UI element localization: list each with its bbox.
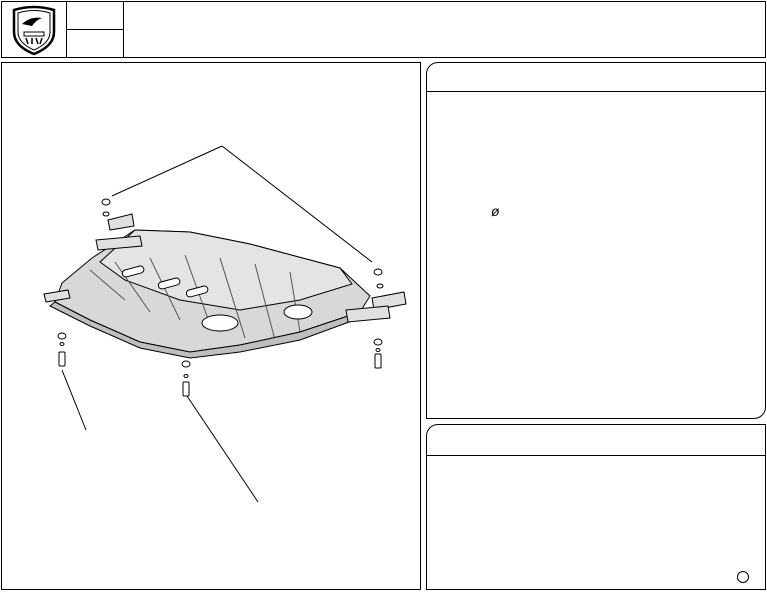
shield-bird-logo-icon (12, 5, 56, 56)
skid-plate-icon (43, 213, 407, 359)
code-cell-top (66, 2, 124, 30)
header-title-block (1, 1, 766, 58)
diameter-symbol: ø (491, 203, 500, 219)
spec-panel (426, 62, 766, 419)
code-cell-bottom (66, 30, 124, 57)
note-panel (426, 424, 766, 590)
bolt-icon (57, 198, 384, 397)
note-panel-title (427, 425, 765, 456)
logo-cell (2, 2, 67, 57)
leader-lines (61, 145, 373, 503)
spec-panel-title (427, 63, 765, 92)
circle-icon (737, 571, 749, 583)
drawing-panel (1, 62, 421, 590)
